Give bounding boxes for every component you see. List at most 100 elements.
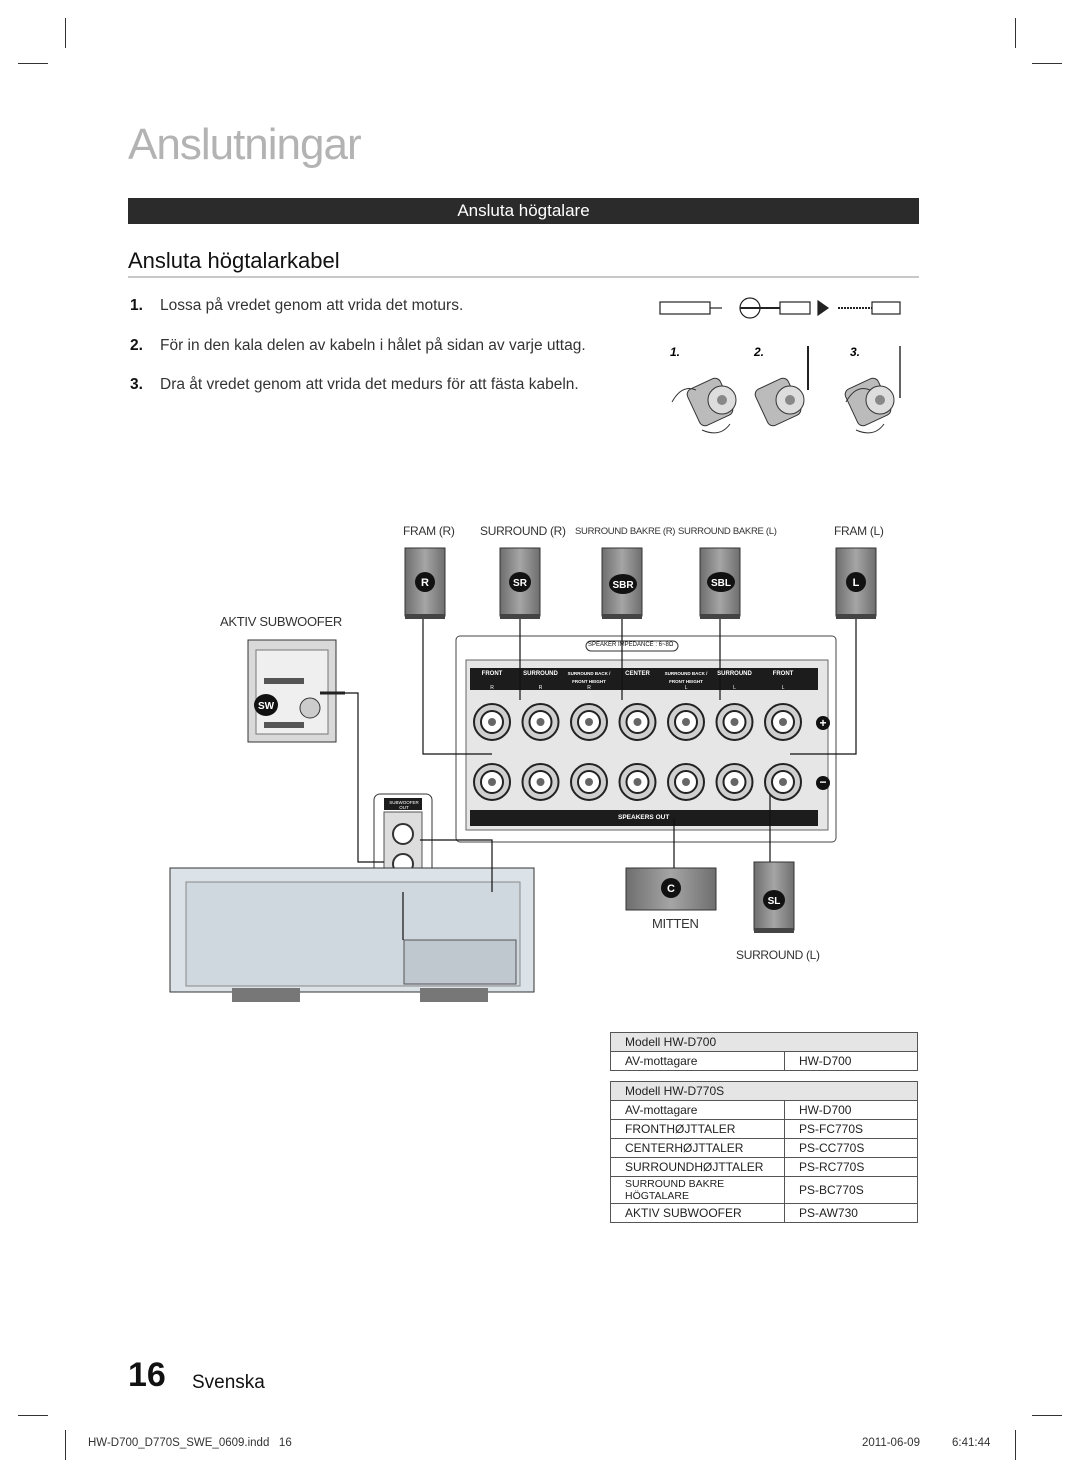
badge-subwoofer: SW bbox=[254, 694, 278, 721]
step-number: 2. bbox=[130, 337, 143, 354]
speaker-surround-right bbox=[499, 547, 541, 619]
badge-text: SL bbox=[768, 896, 781, 907]
page-title: Anslutningar bbox=[128, 120, 362, 169]
subwoofer-out-label: SUBWOOFER OUT bbox=[389, 800, 419, 810]
cable-strip-icon bbox=[659, 297, 901, 319]
badge-surround-back-right: SBR bbox=[609, 574, 637, 599]
panel-column-label: SURROUND BACK / FRONT HEIGHT bbox=[567, 671, 611, 684]
table-cell: PS-CC770S bbox=[784, 1138, 918, 1158]
table-header-row: Modell HW-D700 bbox=[610, 1032, 918, 1052]
table-cell: PS-AW730 bbox=[784, 1203, 918, 1223]
binding-post-plus bbox=[715, 703, 754, 741]
binding-post-plus bbox=[618, 703, 657, 741]
table-cell: SURROUND BAKRE HÖGTALARE bbox=[610, 1176, 785, 1204]
binding-post-plus bbox=[521, 703, 560, 741]
footer-filename: HW-D700_D770S_SWE_0609.indd 16 bbox=[88, 1437, 292, 1449]
table-cell: PS-RC770S bbox=[784, 1157, 918, 1177]
badge-surround-left: SL bbox=[763, 890, 785, 915]
badge-surround-back-left: SBL bbox=[707, 572, 735, 597]
table-cell: AV-mottagare bbox=[610, 1051, 785, 1071]
panel-column-label: CENTER bbox=[625, 671, 650, 677]
crop-mark bbox=[18, 63, 48, 64]
binding-post-minus bbox=[764, 763, 802, 801]
badge-text: SBL bbox=[711, 578, 731, 589]
binding-post-plus bbox=[764, 703, 802, 741]
panel-column-label: SURROUND bbox=[717, 671, 752, 677]
crop-mark bbox=[65, 1430, 66, 1460]
subheading: Ansluta högtalarkabel bbox=[128, 248, 340, 273]
page-number: 16 bbox=[128, 1356, 166, 1394]
subheading-rule bbox=[128, 276, 919, 278]
panel-column-label: FRONT bbox=[772, 671, 794, 677]
badge-center: C bbox=[661, 878, 681, 903]
panel-side-label: R bbox=[538, 685, 543, 691]
speakers-out-label: SPEAKERS OUT bbox=[618, 814, 670, 821]
binding-post-minus bbox=[521, 763, 560, 801]
panel-side-label: L bbox=[781, 685, 785, 691]
minus-icon: − bbox=[816, 776, 830, 790]
footer-date: 2011-06-09 bbox=[862, 1437, 920, 1449]
step-text: Dra åt vredet genom att vrida det medurs… bbox=[160, 376, 579, 393]
step-text: Lossa på vredet genom att vrida det motu… bbox=[160, 297, 464, 314]
panel-column-label: SURROUND BACK / FRONT HEIGHT bbox=[664, 671, 708, 684]
crop-mark bbox=[1032, 1415, 1062, 1416]
badge-text: SW bbox=[258, 701, 275, 712]
footer-time: 6:41:44 bbox=[952, 1437, 991, 1449]
impedance-label: SPEAKER IMPEDANCE : 6~8Ω bbox=[588, 642, 674, 648]
crop-mark bbox=[1015, 1430, 1016, 1460]
badge-front-right: R bbox=[415, 572, 435, 597]
table-header: Modell HW-D700 bbox=[610, 1032, 918, 1052]
binding-post-minus bbox=[618, 763, 657, 801]
page-language: Svenska bbox=[192, 1372, 265, 1393]
binding-post-minus bbox=[570, 763, 608, 801]
step-number: 1. bbox=[130, 297, 143, 314]
speaker-label-surround-back-left: SURROUND BAKRE (L) bbox=[678, 526, 777, 537]
binding-post-plus bbox=[570, 703, 608, 741]
table-cell: CENTERHØJTTALER bbox=[610, 1138, 785, 1158]
binding-post-minus bbox=[715, 763, 754, 801]
speaker-wires bbox=[345, 619, 857, 940]
panel-side-label: R bbox=[490, 685, 494, 691]
section-bar: Ansluta högtalare bbox=[128, 198, 919, 224]
step-2: 2.För in den kala delen av kabeln i håle… bbox=[130, 337, 586, 355]
figure-step-1: 1. bbox=[670, 345, 680, 359]
table-cell: AV-mottagare bbox=[610, 1100, 785, 1120]
badge-text: SR bbox=[513, 578, 528, 589]
av-receiver-rear bbox=[169, 867, 535, 1002]
panel-side-label: L bbox=[733, 685, 736, 691]
surround-left-label: SURROUND (L) bbox=[736, 948, 820, 962]
subwoofer-unit bbox=[247, 639, 345, 743]
binding-post-minus bbox=[667, 763, 705, 801]
step-3: 3.Dra åt vredet genom att vrida det medu… bbox=[130, 376, 579, 394]
crop-mark bbox=[65, 18, 66, 48]
table-cell: PS-FC770S bbox=[784, 1119, 918, 1139]
table-cell: SURROUNDHØJTTALER bbox=[610, 1157, 785, 1177]
badge-surround-right: SR bbox=[509, 572, 531, 597]
figure-step-3: 3. bbox=[850, 345, 860, 359]
table-cell: PS-BC770S bbox=[784, 1176, 918, 1204]
panel-side-label: L bbox=[684, 685, 688, 691]
speaker-label-front-left: FRAM (L) bbox=[834, 524, 884, 538]
binding-post-minus bbox=[473, 763, 511, 801]
figure-step-2: 2. bbox=[753, 345, 764, 359]
terminal-knob-icon bbox=[754, 346, 809, 427]
badge-front-left: L bbox=[846, 572, 866, 597]
subwoofer-label: AKTIV SUBWOOFER bbox=[220, 614, 342, 629]
panel-column-label: FRONT bbox=[481, 671, 503, 677]
terminal-steps-illustration: 1. 2. 3. bbox=[659, 297, 901, 434]
table-cell: HW-D700 bbox=[784, 1100, 918, 1120]
plus-icon: + bbox=[816, 716, 830, 730]
table-cell: AKTIV SUBWOOFER bbox=[610, 1203, 785, 1223]
table-cell: FRONTHØJTTALER bbox=[610, 1119, 785, 1139]
section-bar-label: Ansluta högtalare bbox=[457, 201, 590, 220]
badge-text: SBR bbox=[612, 580, 634, 591]
